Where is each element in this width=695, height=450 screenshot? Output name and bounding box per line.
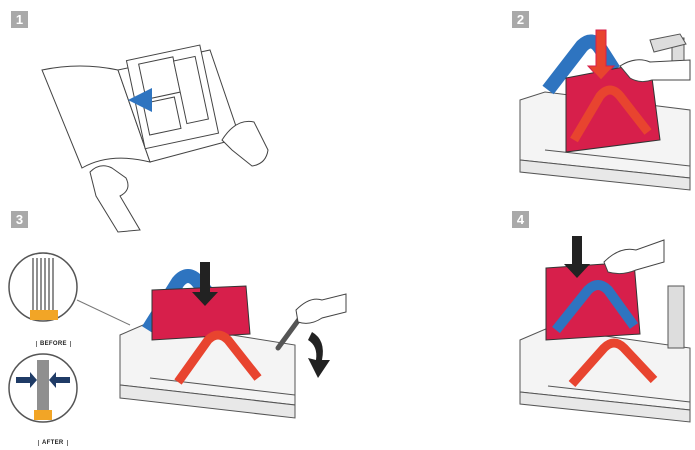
hand-step-4 bbox=[604, 240, 664, 274]
